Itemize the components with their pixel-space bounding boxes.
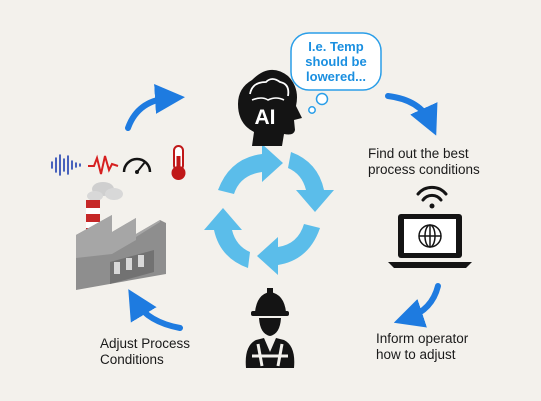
bubble-line-3: lowered...: [306, 69, 366, 84]
ai-label: AI: [255, 106, 276, 129]
outer-flow-arrows: [125, 83, 441, 331]
arrow-computer-to-inform: [393, 283, 441, 328]
cycle-arrow-right: [288, 152, 334, 212]
step-label-find: Find out the best process conditions: [368, 146, 480, 177]
globe-icon: [418, 224, 442, 248]
arrow-sensors-to-ai: [125, 83, 185, 131]
cycle-arrow-left: [204, 208, 250, 268]
adjust-line-1: Adjust Process: [100, 336, 190, 351]
step-label-inform: Inform operator how to adjust: [376, 331, 469, 362]
bubble-line-1: I.e. Temp: [308, 39, 363, 54]
find-line-1: Find out the best: [368, 146, 469, 161]
factory-icon: [76, 182, 166, 290]
find-line-2: process conditions: [368, 162, 480, 177]
inform-line-1: Inform operator: [376, 331, 469, 346]
inform-line-2: how to adjust: [376, 347, 456, 362]
heartbeat-signal-icon: [88, 154, 119, 175]
bubble-line-2: should be: [305, 54, 366, 69]
thermometer-icon: [171, 145, 186, 180]
central-cycle-arrows: [204, 144, 334, 275]
wifi-icon: [416, 185, 448, 209]
cycle-arrow-bottom: [257, 224, 320, 275]
arrow-ai-to-find: [385, 93, 438, 136]
step-label-adjust: Adjust Process Conditions: [100, 336, 190, 367]
cycle-arrow-top: [218, 144, 283, 194]
speedometer-icon: [122, 157, 152, 174]
sound-wave-icon: [51, 154, 81, 176]
arrow-adjust-to-factory: [128, 289, 183, 331]
operator-worker-icon: [245, 288, 295, 368]
adjust-line-2: Conditions: [100, 352, 164, 367]
ai-head-icon: AI: [238, 69, 302, 146]
speech-bubble: I.e. Temp should be lowered...: [290, 32, 382, 114]
